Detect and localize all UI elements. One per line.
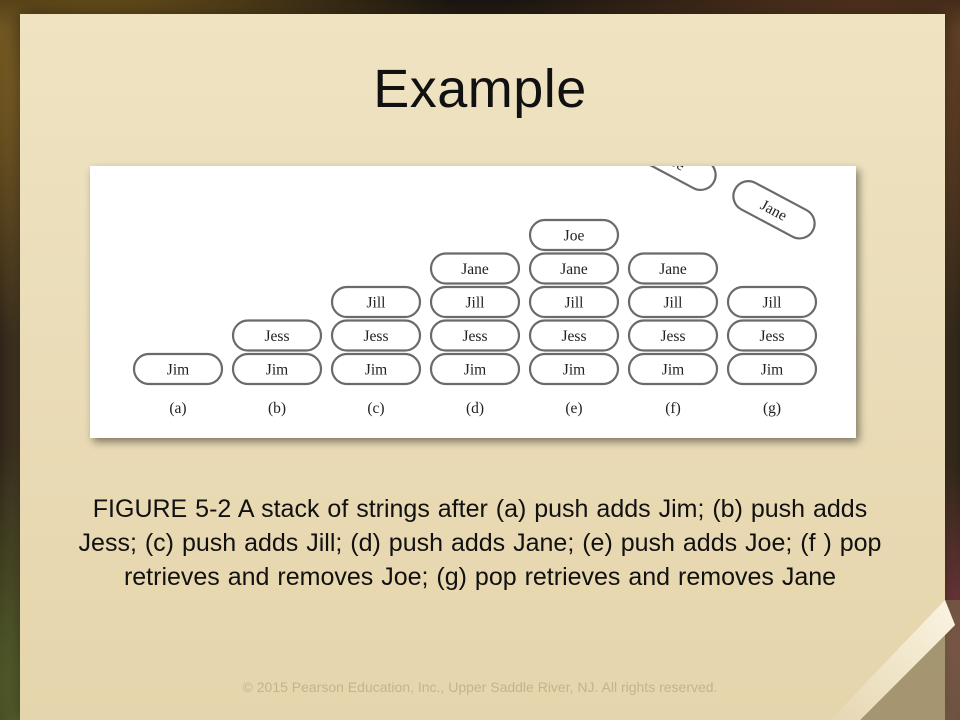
- copyright-notice: © 2015 Pearson Education, Inc., Upper Sa…: [242, 679, 718, 695]
- stack-item: Jane: [528, 252, 620, 285]
- stack-item-label: Jim: [563, 362, 585, 379]
- stack-item-label: Jess: [661, 328, 686, 345]
- stack-item-shape: [732, 180, 816, 240]
- stack-item-shape: [429, 352, 521, 386]
- stack-item-label: Jill: [367, 295, 386, 312]
- stack-item: Jill: [726, 285, 818, 319]
- stack-item-shape: [231, 352, 323, 386]
- popped-item: Joe: [633, 166, 717, 192]
- stack-item: Jim: [528, 352, 620, 386]
- stack-item-shape: [726, 285, 818, 319]
- stack-item: Jess: [627, 319, 719, 352]
- stack-item: Jim: [231, 352, 323, 386]
- stack-item-label: Jim: [266, 362, 288, 379]
- stack-item: Jess: [726, 319, 818, 352]
- stack-item: Jane: [429, 252, 521, 285]
- stack-item-label: Jill: [565, 295, 584, 312]
- stack-step-label: (a): [169, 400, 186, 417]
- stack-item: Jess: [528, 319, 620, 352]
- stack-item-label: Jill: [466, 295, 485, 312]
- stack-item: Jane: [627, 252, 719, 285]
- slide-title: Example: [373, 59, 587, 119]
- popped-item: Jane: [732, 180, 816, 240]
- stack-item-shape: [528, 319, 620, 352]
- stack-item-label: Jim: [464, 362, 486, 379]
- stack-item-shape: [528, 252, 620, 285]
- stack-item-shape: [726, 352, 818, 386]
- figure-caption: FIGURE 5-2 A stack of strings after (a) …: [78, 495, 882, 591]
- stack-item-shape: [429, 319, 521, 352]
- stack-step-label: (g): [763, 400, 781, 417]
- stack-item-label: Jess: [364, 328, 389, 345]
- stack-step-label: (b): [268, 400, 286, 417]
- page-curl: [830, 600, 960, 720]
- stack-item-label: Jane: [560, 261, 588, 278]
- stack-item-label: Jess: [562, 328, 587, 345]
- stack-item-label: Joe: [564, 228, 585, 245]
- stack-item-label: Jane: [461, 261, 489, 278]
- stack-item-label: Jim: [167, 362, 189, 379]
- stack-item-shape: [528, 218, 620, 252]
- stack-item-shape: [633, 166, 717, 192]
- stack-item-shape: [429, 252, 521, 285]
- stack-item-shape: [528, 352, 620, 386]
- stack-item: Jill: [627, 285, 719, 319]
- stack-step-label: (c): [367, 400, 384, 417]
- stack-step-label: (d): [466, 400, 484, 417]
- stack-item: Jess: [231, 319, 323, 352]
- stack-item-shape: [330, 285, 422, 319]
- stack-item: Jim: [132, 352, 224, 386]
- stack-step-label: (f): [665, 400, 681, 417]
- stack-item-shape: [627, 352, 719, 386]
- stack-item-label: Jim: [365, 362, 387, 379]
- stack-item-label: Jess: [463, 328, 488, 345]
- stack-item: Joe: [528, 218, 620, 252]
- stack-item-shape: [627, 285, 719, 319]
- stack-item-label: Jess: [760, 328, 785, 345]
- stack-item: Jess: [330, 319, 422, 352]
- stack-item: Jim: [330, 352, 422, 386]
- stack-item-label: Joe: [661, 166, 687, 175]
- stack-item-shape: [726, 319, 818, 352]
- stack-item-shape: [528, 285, 620, 319]
- stack-item: Jill: [330, 285, 422, 319]
- stack-item-shape: [231, 319, 323, 352]
- stack-item: Jim: [429, 352, 521, 386]
- stack-item-shape: [429, 285, 521, 319]
- stack-item: Jim: [726, 352, 818, 386]
- stack-diagram: Jim (a) Jim Jess (b) Jim Jess Jill (c) Jim Jess Jil…: [132, 166, 818, 417]
- stack-item-shape: [627, 319, 719, 352]
- stack-item-label: Jill: [664, 295, 683, 312]
- stack-item-shape: [132, 352, 224, 386]
- stack-item: Jess: [429, 319, 521, 352]
- stack-item-label: Jim: [662, 362, 684, 379]
- stack-item-label: Jill: [763, 295, 782, 312]
- stack-item: Jim: [627, 352, 719, 386]
- stack-figure: Jim (a) Jim Jess (b) Jim Jess Jill (c) Jim Jess Jil…: [90, 166, 856, 438]
- stack-item-shape: [330, 352, 422, 386]
- stack-item-label: Jess: [265, 328, 290, 345]
- stack-item-label: Jane: [659, 261, 687, 278]
- stack-item: Jill: [429, 285, 521, 319]
- stack-item: Jill: [528, 285, 620, 319]
- stack-step-label: (e): [565, 400, 582, 417]
- stack-item-shape: [627, 252, 719, 285]
- stack-item-shape: [330, 319, 422, 352]
- stack-item-label: Jim: [761, 362, 783, 379]
